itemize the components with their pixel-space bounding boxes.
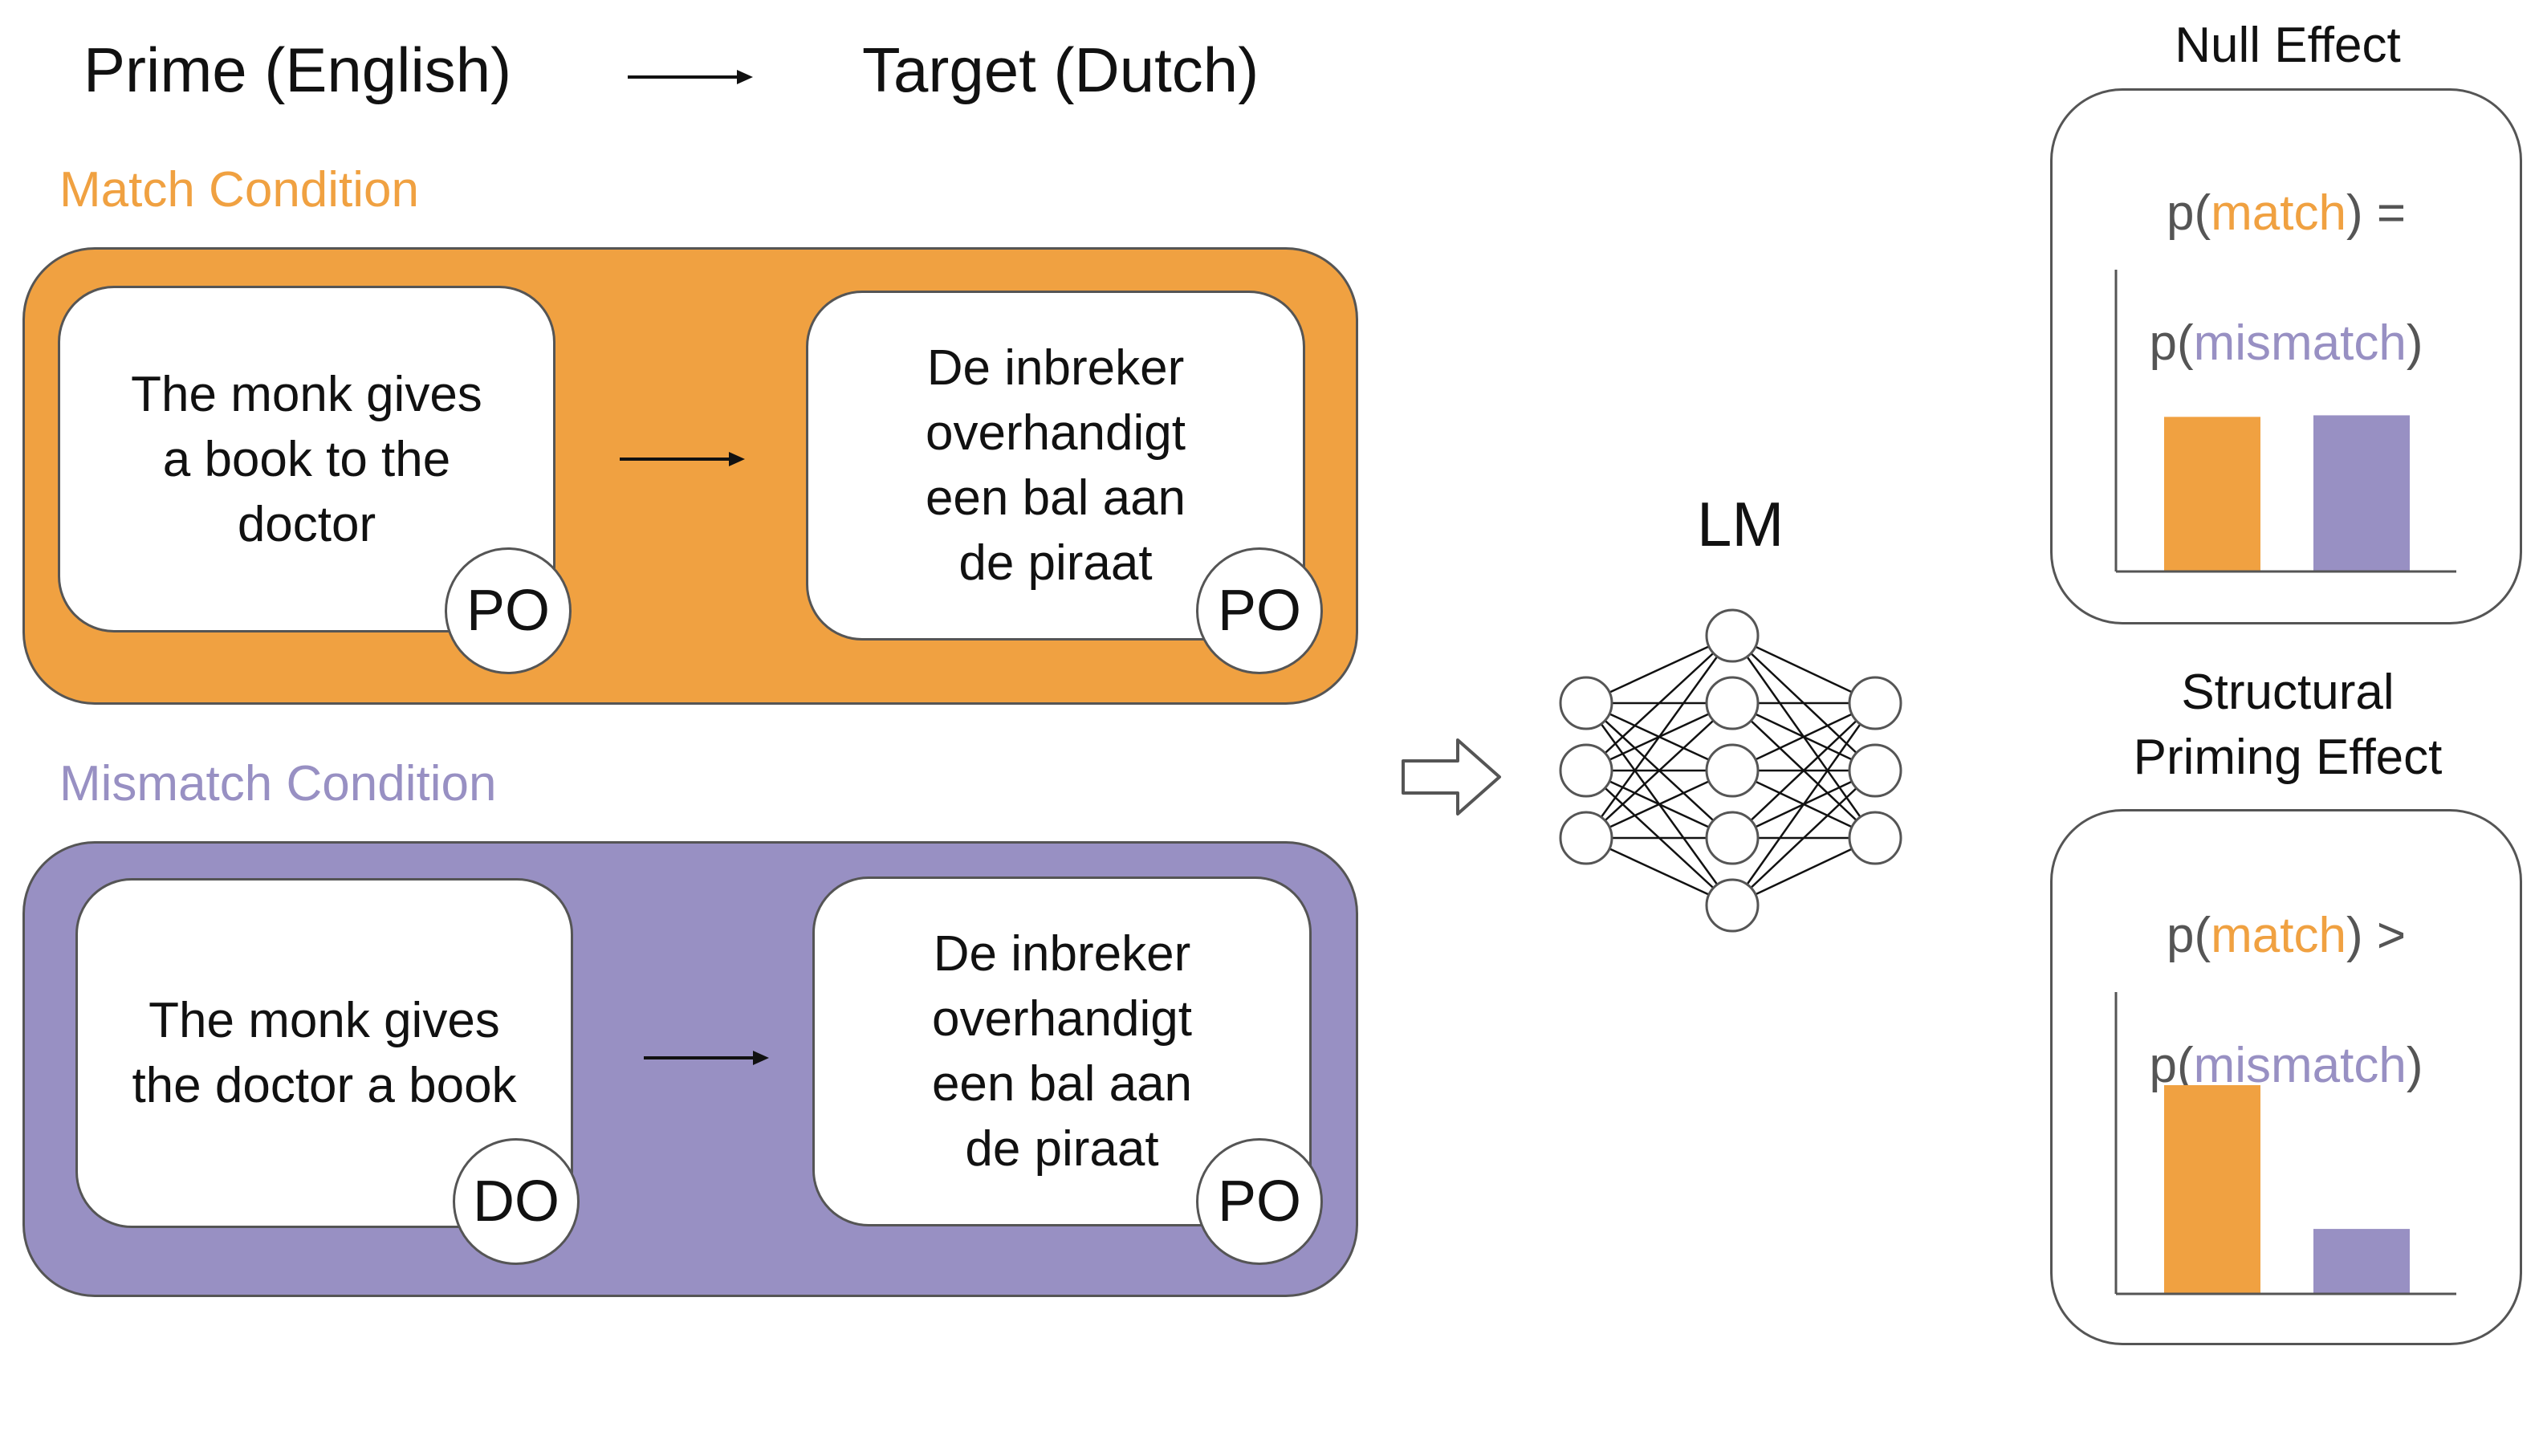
null-effect-formula: p(match) = p(mismatch) [2149,185,2423,371]
priming-effect-title: Structural Priming Effect [2133,665,2443,785]
mismatch-target-structure-badge: PO [1196,1138,1323,1265]
nn-connection [1731,702,1877,906]
mismatch-prime-structure-badge: DO [453,1138,580,1265]
formula-p: p [2166,908,2195,963]
lm-label: LM [1697,489,1784,559]
match-condition-label: Match Condition [59,162,420,218]
mismatch-condition-label: Mismatch Condition [59,756,497,811]
nn-node [1705,811,1760,865]
formula-relation: > [2376,908,2407,963]
bar-mismatch [2313,1229,2410,1294]
nn-connection [1585,635,1734,839]
formula-mismatch-term: mismatch [2193,315,2407,371]
match-target-sentence: De inbreker overhandigt een bal aan de p… [925,340,1186,591]
nn-node [1848,676,1902,730]
formula-mismatch-term: mismatch [2193,1038,2407,1093]
nn-connection [1731,702,1876,839]
nn-node [1559,811,1613,865]
bar-mismatch [2313,415,2410,571]
input-arrow-icon [1402,738,1501,815]
nn-connection [1585,702,1733,839]
match-prime-card: The monk gives a book to the doctor [58,286,555,632]
target-header: Target (Dutch) [862,35,1259,105]
mismatch-arrow-icon [644,1051,769,1065]
match-target-structure-badge: PO [1196,547,1323,674]
bar-match [2164,417,2260,571]
priming-effect-formula: p(match) > p(mismatch) [2149,908,2423,1093]
formula-relation: = [2376,185,2407,241]
formula-p: p [2166,185,2195,241]
mismatch-prime-sentence: The monk gives the doctor a book [132,993,517,1113]
null-effect-title: Null Effect [2175,18,2401,73]
nn-connection [1731,770,1876,906]
formula-p: p [2149,315,2177,371]
nn-node [1705,608,1760,663]
match-prime-structure-badge: PO [445,547,572,674]
formula-match-term: match [2211,185,2346,241]
match-arrow-icon [620,452,745,466]
neural-network-icon [1559,608,1902,933]
nn-node [1559,743,1613,798]
nn-connection [1585,635,1733,771]
null-effect-bar-chart [2114,270,2456,573]
formula-p: p [2149,1038,2177,1093]
bar-match [2164,1084,2260,1294]
nn-node [1705,743,1760,798]
nn-node [1705,676,1760,730]
priming-effect-box [2050,809,2522,1345]
formula-match-term: match [2211,908,2346,963]
match-prime-sentence: The monk gives a book to the doctor [131,366,482,552]
prime-header: Prime (English) [83,35,512,105]
nn-node [1848,743,1902,798]
null-effect-box [2050,88,2522,624]
header-arrow-icon [628,70,753,84]
nn-node [1848,811,1902,865]
nn-node [1705,878,1760,933]
mismatch-target-sentence: De inbreker overhandigt een bal aan de p… [931,926,1193,1177]
priming-effect-bar-chart [2114,992,2456,1295]
mismatch-target-card: De inbreker overhandigt een bal aan de p… [812,876,1312,1226]
nn-node [1559,676,1613,730]
